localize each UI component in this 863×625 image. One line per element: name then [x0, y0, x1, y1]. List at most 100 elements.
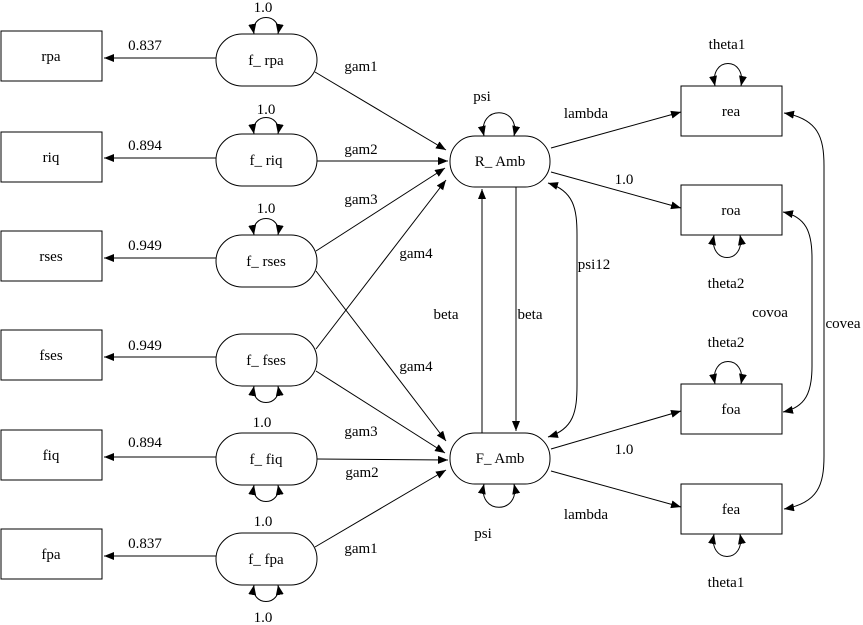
edge-one-f-amb-to-foa — [550, 409, 682, 450]
node-f-riq — [215, 133, 318, 187]
node-foa — [680, 383, 783, 435]
node-f-rses — [215, 234, 318, 288]
node-foa-label: foa — [721, 402, 740, 418]
label-beta-up: beta — [434, 307, 459, 323]
variance-loops — [248, 17, 747, 602]
node-r-amb — [449, 135, 551, 188]
label-gam3-r: gam3 — [344, 192, 377, 208]
node-fiq — [0, 429, 103, 481]
node-f-riq-label: f_ riq — [250, 153, 283, 169]
node-f-fiq — [215, 432, 318, 486]
label-gam3-f: gam3 — [344, 424, 377, 440]
label-variance-f-rpa: 1.0 — [254, 0, 273, 16]
ambition-nodes: R_ Amb F_ Amb — [449, 135, 551, 485]
label-variance-f-riq: 1.0 — [257, 102, 276, 118]
label-gam1-f: gam1 — [344, 541, 377, 557]
edge-gam3-f-fses-to-f-amb — [315, 370, 446, 454]
node-f-rpa — [215, 33, 318, 87]
label-covoa: covoa — [752, 305, 788, 321]
label-variance-f-fpa: 1.0 — [254, 610, 273, 625]
label-gam4-f: gam4 — [399, 359, 433, 375]
label-loading-fpa: 0.837 — [128, 536, 162, 552]
label-theta1-rea: theta1 — [709, 37, 746, 53]
edge-gam1-f-rpa-to-r-amb — [314, 71, 447, 151]
node-roa — [680, 184, 783, 236]
observed-right-nodes: rea roa foa fea — [680, 85, 783, 535]
node-f-amb-label: F_ Amb — [476, 451, 525, 467]
loop-variance-f-fses — [248, 385, 284, 403]
node-rpa-label: rpa — [41, 49, 60, 65]
label-covea: covea — [826, 316, 861, 332]
loop-theta2-roa — [708, 234, 746, 258]
node-riq — [0, 131, 103, 183]
edge-gam3-f-rses-to-r-amb — [315, 167, 446, 252]
node-f-fses-label: f_ fses — [246, 353, 286, 369]
label-psi-r: psi — [473, 89, 491, 105]
loop-theta1-rea — [709, 63, 747, 87]
node-fses-label: fses — [39, 348, 62, 364]
node-fea-label: fea — [722, 502, 741, 518]
loop-variance-f-fiq — [248, 484, 284, 502]
label-lambda-f: lambda — [564, 507, 608, 523]
label-theta1-fea: theta1 — [708, 575, 745, 591]
edge-lambda-r-amb-to-rea — [550, 110, 682, 149]
node-rses — [0, 230, 103, 282]
node-f-amb — [449, 432, 551, 485]
node-fpa-label: fpa — [41, 547, 60, 563]
node-f-fpa — [215, 532, 318, 586]
label-psi-f: psi — [474, 526, 492, 542]
edge-gam4-f-rses-to-f-amb — [315, 270, 447, 442]
node-rea — [680, 85, 783, 137]
loop-theta2-foa — [709, 361, 747, 385]
beta-edges — [478, 187, 520, 433]
node-fpa — [0, 528, 103, 580]
label-gam1-r: gam1 — [344, 59, 377, 75]
edge-one-r-amb-to-roa — [550, 171, 682, 210]
label-one-r: 1.0 — [615, 172, 634, 188]
loop-theta1-fea — [708, 533, 746, 557]
node-roa-label: roa — [721, 203, 740, 219]
edge-gam4-f-fses-to-r-amb — [315, 179, 447, 350]
label-variance-f-fses: 1.0 — [253, 415, 272, 431]
node-r-amb-label: R_ Amb — [475, 154, 525, 170]
label-loading-fiq: 0.894 — [128, 435, 162, 451]
label-theta2-roa: theta2 — [708, 276, 745, 292]
label-lambda-r: lambda — [564, 106, 608, 122]
edge-covea-rea-fea — [783, 110, 825, 512]
edge-covoa-roa-foa — [782, 210, 813, 414]
loop-variance-f-riq — [248, 117, 284, 135]
label-loading-rpa: 0.837 — [128, 38, 162, 54]
node-f-rpa-label: f_ rpa — [248, 53, 284, 69]
edge-label-texts: 0.837 0.894 0.949 0.949 0.894 0.837 1.0 … — [128, 0, 861, 625]
node-riq-label: riq — [43, 150, 60, 166]
loop-variance-f-rses — [248, 218, 284, 236]
loop-psi-r-amb — [477, 112, 521, 137]
label-gam2-f: gam2 — [345, 465, 378, 481]
node-f-fpa-label: f_ fpa — [248, 552, 284, 568]
label-loading-riq: 0.894 — [128, 138, 162, 154]
label-gam2-r: gam2 — [344, 142, 377, 158]
lambda-edges — [550, 110, 682, 509]
label-gam4-r: gam4 — [399, 246, 433, 262]
gamma-edges — [314, 71, 449, 548]
label-one-f: 1.0 — [615, 442, 634, 458]
edge-gam2-f-fiq-to-f-amb — [316, 455, 449, 464]
loop-psi-f-amb — [477, 483, 521, 508]
node-f-fses — [215, 333, 318, 387]
node-fea — [680, 483, 783, 535]
edge-psi12-r-amb-f-amb — [547, 182, 578, 438]
node-rses-label: rses — [39, 249, 62, 265]
node-f-fiq-label: f_ fiq — [250, 452, 283, 468]
label-loading-fses: 0.949 — [128, 338, 162, 354]
label-psi12: psi12 — [578, 257, 611, 273]
label-variance-f-rses: 1.0 — [257, 201, 276, 217]
label-beta-down: beta — [518, 307, 543, 323]
loading-edges — [104, 54, 216, 560]
node-fiq-label: fiq — [43, 448, 60, 464]
observed-left-nodes: rpa riq rses fses fiq fpa — [0, 30, 103, 580]
label-variance-f-fiq: 1.0 — [254, 514, 273, 530]
loop-variance-f-rpa — [248, 17, 284, 35]
node-rpa — [0, 30, 103, 82]
